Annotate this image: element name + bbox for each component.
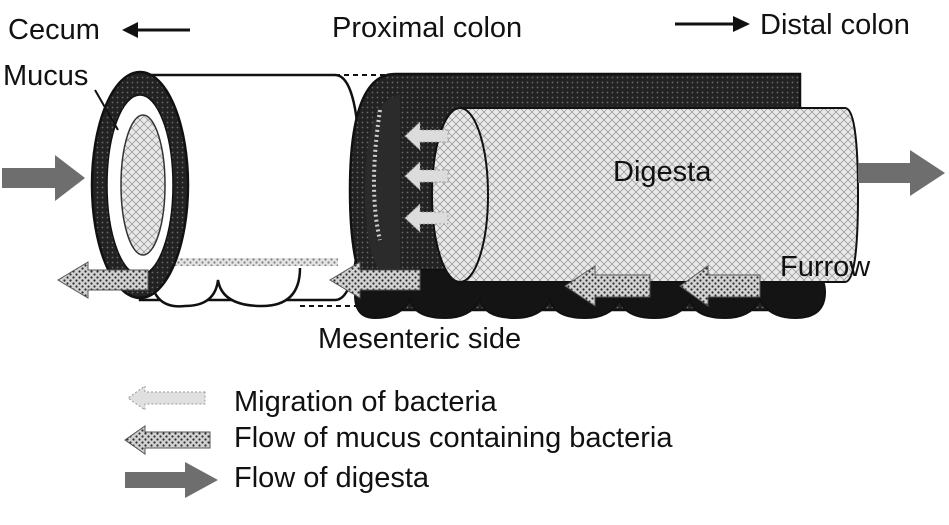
furrow-label: Furrow	[780, 251, 871, 283]
dotted-arrow-icon	[127, 385, 206, 411]
distal-colon-label: Distal colon	[760, 9, 910, 41]
mucus-label: Mucus	[3, 60, 89, 92]
proximal-colon-label: Proximal colon	[332, 12, 523, 44]
mucus-pointer	[94, 89, 119, 131]
digesta-cylinder	[431, 107, 860, 283]
digesta-flow-arrows	[2, 150, 945, 201]
digesta-label: Digesta	[613, 156, 712, 188]
legend-item-migration: Migration of bacteria	[234, 386, 497, 418]
legend-item-mucus-flow: Flow of mucus containing bacteria	[234, 422, 673, 454]
cecum-opening-ring	[90, 70, 190, 300]
cecum-label: Cecum	[8, 14, 100, 46]
legend-item-digesta-flow: Flow of digesta	[234, 462, 430, 494]
gray-arrow-icon	[125, 462, 218, 498]
speckled-arrow-icon	[124, 425, 211, 455]
direction-arrows	[122, 16, 750, 38]
mesenteric-side-label: Mesenteric side	[318, 323, 522, 355]
bacteria-migration-arrows	[404, 120, 449, 234]
mucus-flow-arrows	[57, 261, 761, 307]
